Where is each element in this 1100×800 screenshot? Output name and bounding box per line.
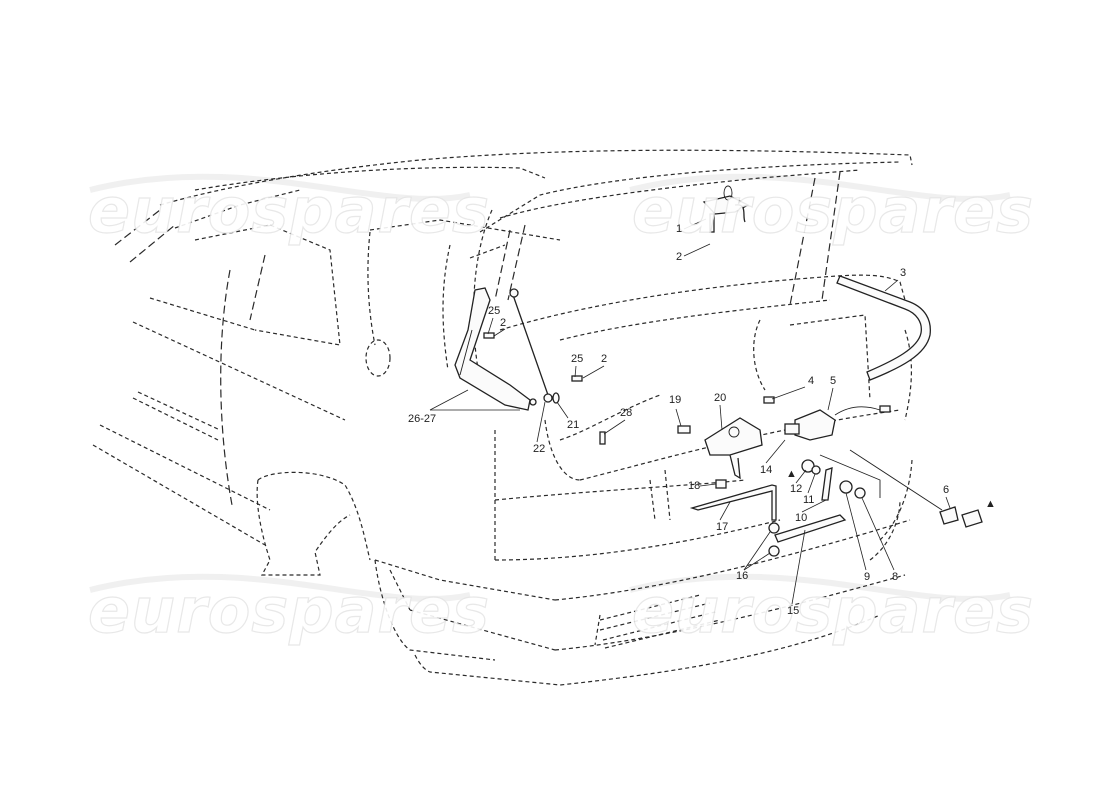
callout-part-9[interactable]: 9: [864, 571, 870, 583]
callout-part-11[interactable]: 11: [803, 494, 814, 506]
callout-labels: 1 2 3 25 2 25 2 4 5 26-27 21 22 28 19 20…: [408, 223, 949, 617]
callout-part-14[interactable]: 14: [760, 464, 772, 476]
parts: [454, 185, 983, 557]
part-17-rod: [689, 484, 777, 521]
callout-part-25[interactable]: 25: [571, 353, 583, 365]
triangle-markers: ▲ ▲: [786, 468, 996, 510]
callout-part-20[interactable]: 20: [714, 392, 726, 404]
gas-strut: [509, 288, 560, 404]
callout-part-4[interactable]: 4: [808, 375, 814, 387]
callout-part-8[interactable]: 8: [892, 571, 898, 583]
part-3-weatherstrip: [836, 275, 931, 381]
watermarks: eurospares eurospares eurospares eurospa…: [87, 173, 1034, 647]
car-body-outline: [92, 149, 913, 686]
callout-part-5[interactable]: 5: [830, 375, 836, 387]
watermark-3: eurospares: [88, 574, 490, 647]
callout-part-22[interactable]: 22: [533, 443, 545, 455]
part-5-actuator: [763, 396, 891, 441]
callout-part-2[interactable]: 2: [676, 251, 682, 263]
callout-part-28[interactable]: 28: [620, 407, 632, 419]
watermark-1: eurospares: [88, 174, 490, 247]
triangle-marker-icon: ▲: [786, 468, 797, 480]
part-16-bushes: [768, 522, 780, 557]
callout-part-1[interactable]: 1: [676, 223, 682, 235]
callout-part-18[interactable]: 18: [688, 480, 700, 492]
callout-part-2[interactable]: 2: [601, 353, 607, 365]
part-1-striker: [702, 185, 750, 233]
bolts: [483, 332, 691, 445]
callout-part-3[interactable]: 3: [900, 267, 906, 279]
callout-part-2[interactable]: 2: [500, 317, 506, 329]
callout-part-17[interactable]: 17: [716, 521, 728, 533]
watermark-swooshes: [89, 173, 1011, 602]
callout-part-19[interactable]: 19: [669, 394, 681, 406]
callout-part-12[interactable]: 12: [790, 483, 802, 495]
part-20-lock: [704, 417, 763, 489]
callout-part-26-27[interactable]: 26-27: [408, 413, 436, 425]
callout-part-16[interactable]: 16: [736, 570, 748, 582]
hinge-assembly: [454, 287, 537, 411]
part-6-lock-cylinder: [849, 449, 983, 528]
part-15-link-rod: [774, 514, 847, 543]
leader-lines: [429, 218, 951, 605]
watermark-4: eurospares: [632, 574, 1034, 647]
callout-part-15[interactable]: 15: [787, 605, 799, 617]
callout-part-10[interactable]: 10: [795, 512, 807, 524]
callout-part-6[interactable]: 6: [943, 484, 949, 496]
triangle-marker-icon: ▲: [985, 498, 996, 510]
callout-part-25[interactable]: 25: [488, 305, 500, 317]
callout-part-21[interactable]: 21: [567, 419, 579, 431]
watermark-2: eurospares: [632, 174, 1034, 247]
